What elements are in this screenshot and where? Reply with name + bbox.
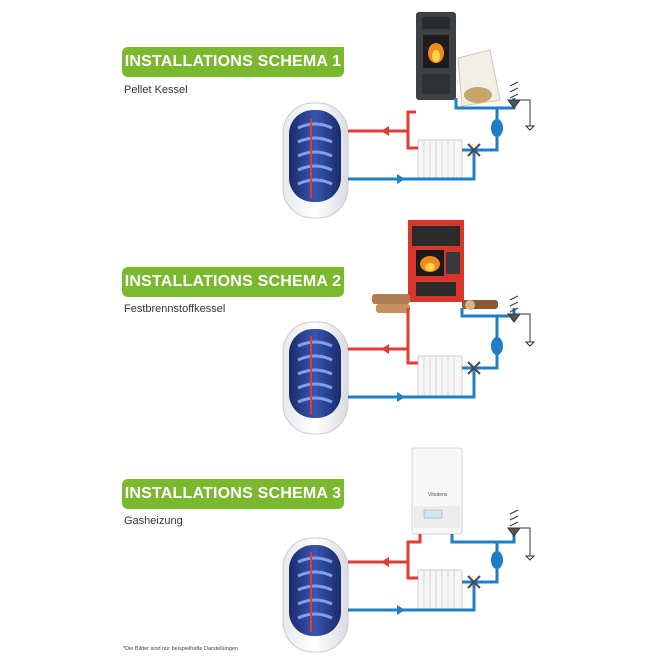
water-tank-icon bbox=[282, 537, 349, 653]
cold-flow-arrow bbox=[397, 605, 405, 615]
mixing-valve-icon bbox=[467, 361, 481, 375]
schema-3-diagram: Vitodens bbox=[282, 447, 536, 653]
expansion-vessel-icon bbox=[491, 551, 503, 569]
gas-boiler-icon: Vitodens bbox=[411, 447, 463, 535]
radiator-icon bbox=[417, 355, 463, 397]
schema-3-title: INSTALLATIONS SCHEMA 3 bbox=[122, 479, 344, 509]
pellet-bag-icon bbox=[457, 49, 501, 107]
mixing-valve-icon bbox=[467, 143, 481, 157]
cold-flow-arrow bbox=[397, 174, 405, 184]
hot-flow-arrow bbox=[381, 344, 389, 354]
mixing-valve-icon bbox=[467, 575, 481, 589]
hot-pipe bbox=[348, 110, 418, 150]
footnote: *Die Bilder sind nur beispielhafte Darst… bbox=[123, 646, 238, 652]
boiler-brand: Vitodens bbox=[428, 492, 448, 498]
schema-2-diagram bbox=[282, 220, 536, 435]
water-tank-icon bbox=[282, 321, 349, 435]
safety-valve-icon bbox=[507, 295, 536, 347]
hot-flow-arrow bbox=[381, 557, 389, 567]
hot-pipe bbox=[348, 308, 418, 365]
schema-1-diagram bbox=[282, 12, 536, 219]
cold-flow-arrow bbox=[397, 392, 405, 402]
expansion-vessel-icon bbox=[491, 119, 503, 137]
schema-1-title: INSTALLATIONS SCHEMA 1 bbox=[122, 47, 344, 77]
pellet-stove-icon bbox=[416, 12, 456, 100]
schema-3-subtitle: Gasheizung bbox=[124, 515, 183, 527]
safety-valve-icon bbox=[507, 509, 536, 561]
hot-flow-arrow bbox=[381, 126, 389, 136]
schema-1-subtitle: Pellet Kessel bbox=[124, 84, 188, 96]
schema-2-title: INSTALLATIONS SCHEMA 2 bbox=[122, 267, 344, 297]
firewood-icon bbox=[372, 294, 498, 313]
water-tank-icon bbox=[282, 102, 349, 219]
radiator-icon bbox=[417, 569, 463, 611]
schema-2-subtitle: Festbrennstoffkessel bbox=[124, 303, 226, 315]
solid-fuel-boiler-icon bbox=[408, 220, 464, 302]
expansion-vessel-icon bbox=[491, 337, 503, 355]
hot-pipe bbox=[348, 534, 422, 580]
safety-valve-icon bbox=[507, 81, 536, 131]
radiator-icon bbox=[417, 139, 463, 179]
